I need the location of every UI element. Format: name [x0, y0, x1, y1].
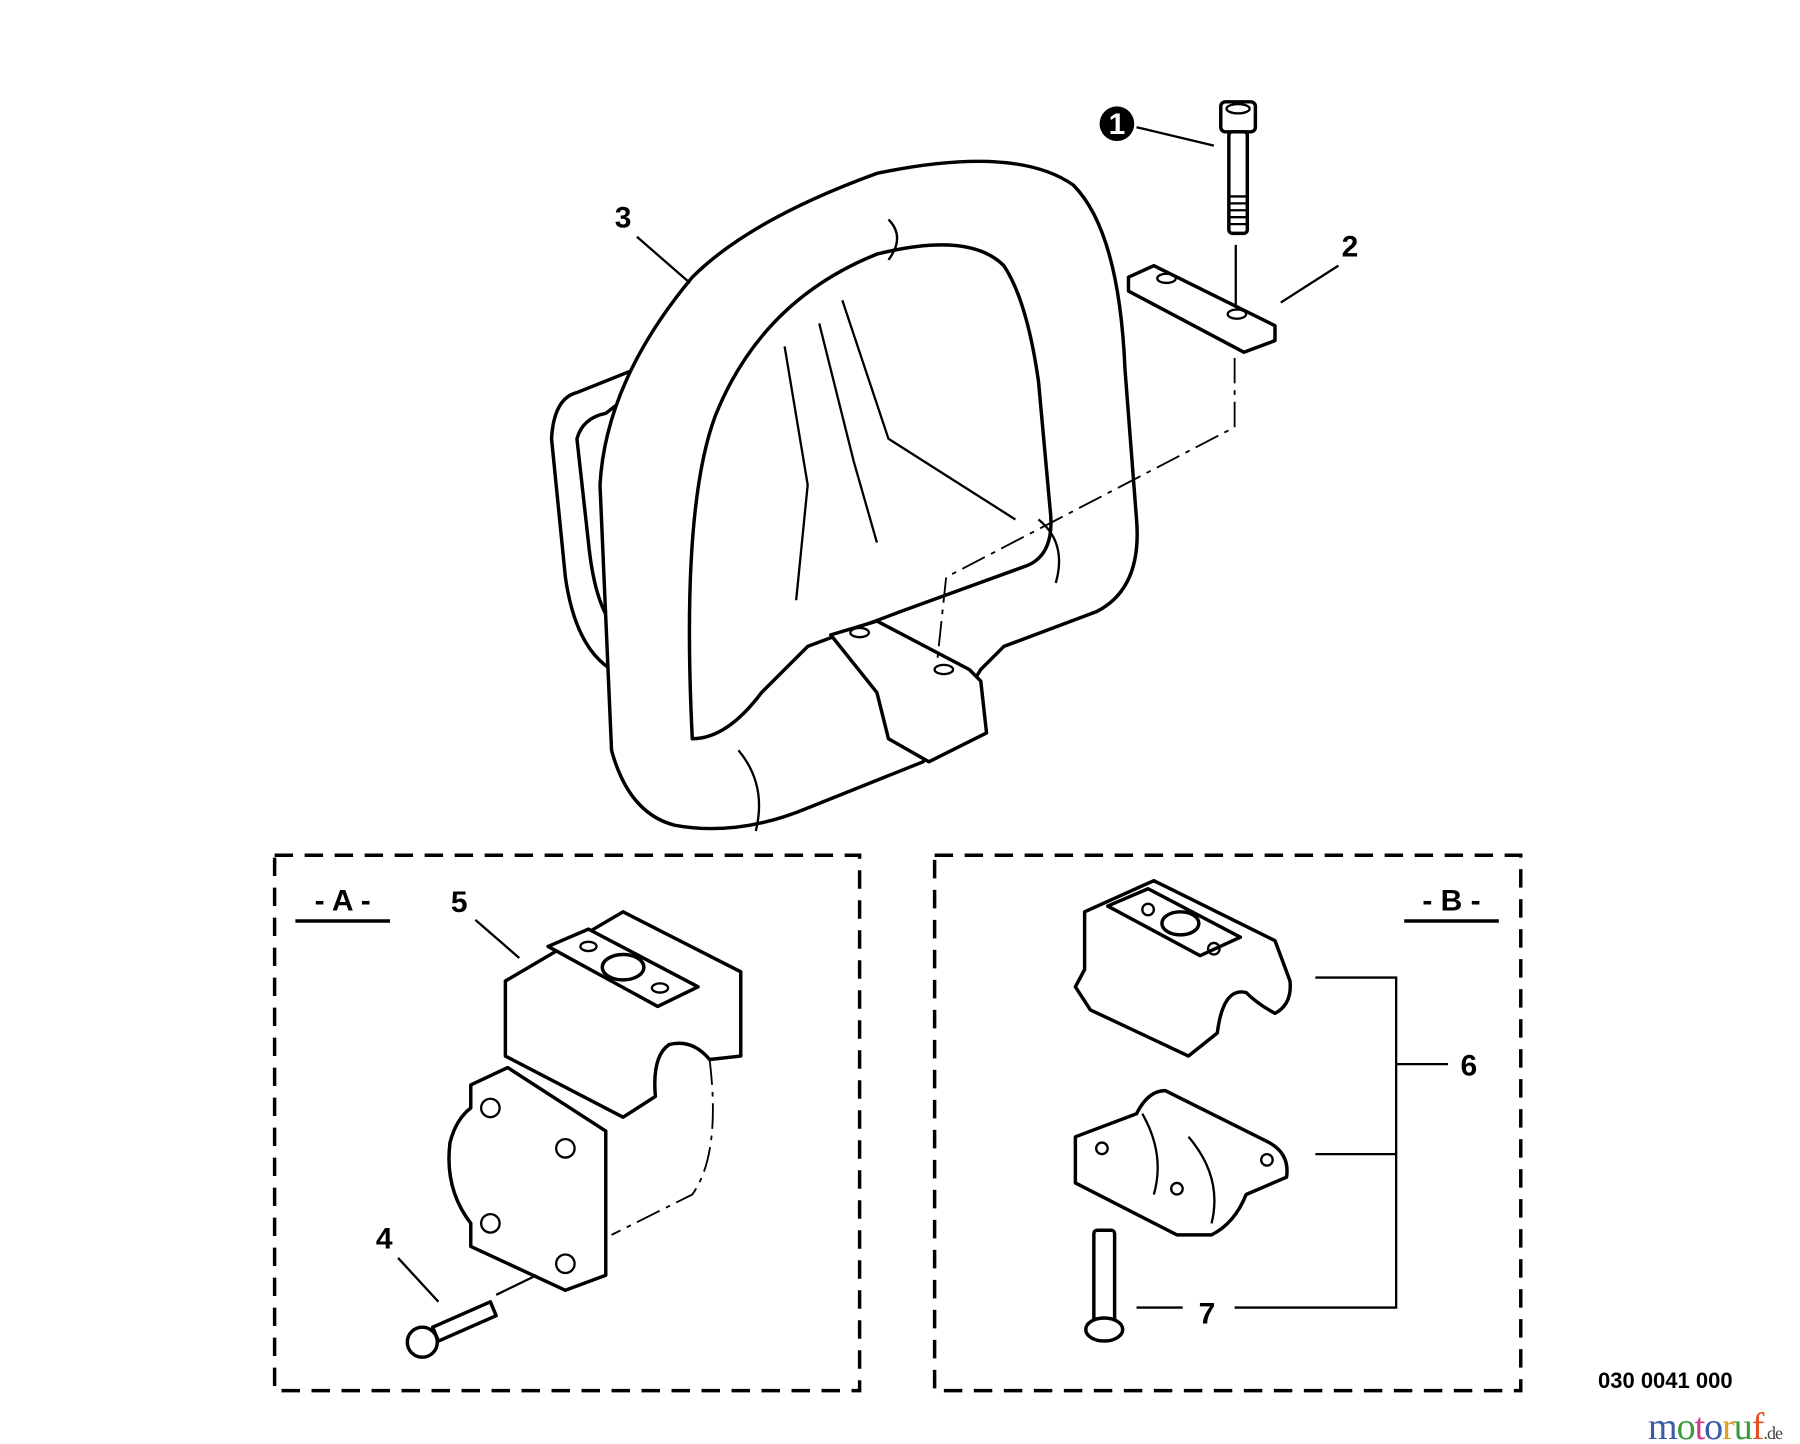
logo-letter: m — [1648, 1406, 1678, 1444]
clamp-part-5 — [447, 910, 743, 1292]
callout-1: 1 — [1109, 108, 1126, 141]
callout-6-bracket — [1234, 976, 1449, 1309]
logo-letter: o — [1704, 1406, 1723, 1444]
logo-letter: r — [1722, 1406, 1735, 1444]
clamp-lower-part-6 — [1073, 1088, 1289, 1237]
logo-suffix: .de — [1763, 1423, 1782, 1443]
logo-letter: t — [1694, 1406, 1706, 1444]
clamp-upper-part-6 — [1073, 878, 1292, 1058]
callout-6: 6 — [1461, 1050, 1478, 1083]
front-handle-part-3 — [549, 159, 1139, 832]
assembly-line — [936, 357, 1236, 664]
callout-7: 7 — [1199, 1298, 1216, 1331]
callout-2: 2 — [1342, 230, 1359, 263]
screw-part-4 — [405, 1300, 498, 1359]
variant-a-label: - A - — [315, 885, 371, 918]
callout-3: 3 — [615, 202, 632, 235]
logo-letter: f — [1751, 1406, 1765, 1444]
screw-part-7 — [1084, 1228, 1125, 1343]
variant-a-box — [272, 853, 862, 1393]
logo-text: motoruf — [1648, 1405, 1765, 1444]
callout-marker-1 — [1099, 106, 1135, 142]
bolt-part-1 — [1219, 100, 1258, 307]
logo-letter: u — [1733, 1406, 1753, 1444]
variant-b-label: - B - — [1422, 885, 1480, 918]
site-logo: motoruf.de — [1648, 1405, 1783, 1444]
callout-4: 4 — [376, 1223, 393, 1256]
drawing-number: 030 0041 000 — [1598, 1368, 1733, 1393]
plate-part-2 — [1126, 263, 1277, 354]
callout-5: 5 — [451, 886, 468, 919]
logo-letter: o — [1676, 1406, 1696, 1444]
variant-b-box — [932, 853, 1523, 1393]
